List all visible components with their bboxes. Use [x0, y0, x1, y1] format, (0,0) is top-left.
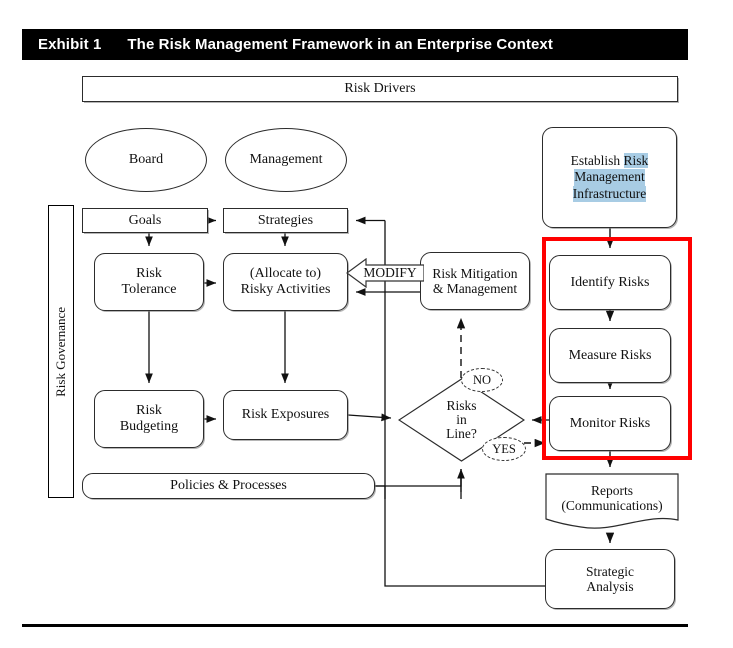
- risk-budgeting-label-line1: Risk: [136, 403, 162, 419]
- risk-tolerance-label-line1: Risk: [136, 266, 162, 282]
- risk-mitigation-label-line1: Risk Mitigation: [432, 265, 518, 281]
- risk-budgeting-label-line2: Budgeting: [119, 419, 179, 434]
- reports-label-line2: (Communications): [561, 498, 663, 513]
- document-shape: [545, 473, 679, 529]
- modify-block-arrow[interactable]: MODIFY: [346, 258, 424, 288]
- establish-line1-plain: Establish: [570, 153, 624, 169]
- allocate-label-line1: (Allocate to): [249, 266, 322, 282]
- exhibit-number: Exhibit 1: [38, 36, 102, 53]
- decision-label-line1: Risks: [446, 397, 477, 413]
- monitor-risks-box[interactable]: Monitor Risks: [549, 396, 671, 451]
- branch-no-tag[interactable]: NO: [461, 368, 503, 392]
- measure-risks-label: Measure Risks: [568, 347, 652, 363]
- establish-label-line1: Establish Risk: [543, 153, 676, 169]
- board-label: Board: [128, 152, 164, 168]
- decision-label-line2: in: [456, 411, 467, 427]
- decision-label-line3: Line?: [446, 426, 477, 442]
- identify-risks-box[interactable]: Identify Risks: [549, 255, 671, 310]
- establish-risk-management-infrastructure-box[interactable]: Establish Risk Management Infrastructure: [542, 127, 677, 228]
- risk-exposures-label: Risk Exposures: [241, 407, 330, 423]
- board-ellipse[interactable]: Board: [85, 128, 207, 192]
- goals-label: Goals: [128, 212, 162, 228]
- risk-budgeting-box[interactable]: Risk Budgeting: [94, 390, 204, 448]
- branch-yes-tag[interactable]: YES: [482, 437, 526, 461]
- policies-processes-box[interactable]: Policies & Processes: [82, 473, 375, 499]
- risk-mitigation-label-line2: & Management: [432, 281, 518, 296]
- exhibit-header-bar: Exhibit 1 The Risk Management Framework …: [22, 29, 688, 60]
- branch-no-label: NO: [472, 372, 492, 387]
- risk-drivers-box[interactable]: Risk Drivers: [82, 76, 678, 102]
- allocate-label-line2: Risky Activities: [240, 282, 331, 297]
- exhibit-title: The Risk Management Framework in an Ente…: [127, 36, 553, 53]
- establish-label-line3: Infrastructure: [572, 185, 647, 202]
- strategic-label-line2: Analysis: [586, 579, 634, 594]
- management-label: Management: [249, 152, 323, 168]
- management-ellipse[interactable]: Management: [225, 128, 347, 192]
- strategies-box[interactable]: Strategies: [223, 208, 348, 233]
- red-highlight-rectangle: [542, 237, 692, 460]
- risk-governance-bar[interactable]: Risk Governance: [48, 205, 74, 498]
- risk-mitigation-management-box[interactable]: Risk Mitigation & Management: [420, 252, 530, 310]
- strategic-analysis-box[interactable]: Strategic Analysis: [545, 549, 675, 609]
- risk-governance-label: Risk Governance: [52, 306, 68, 397]
- risk-tolerance-label-line2: Tolerance: [121, 282, 177, 297]
- risk-tolerance-box[interactable]: Risk Tolerance: [94, 253, 204, 311]
- bottom-divider: [22, 624, 688, 627]
- risk-exposures-box[interactable]: Risk Exposures: [223, 390, 348, 440]
- branch-yes-label: YES: [492, 441, 516, 456]
- establish-label-line2: Management: [574, 169, 645, 186]
- establish-line1-highlighted: Risk: [623, 153, 649, 169]
- modify-label: MODIFY: [363, 265, 417, 280]
- strategies-label: Strategies: [257, 212, 314, 228]
- reports-label-line1: Reports: [591, 483, 633, 499]
- strategic-label-line1: Strategic: [586, 563, 634, 579]
- measure-risks-box[interactable]: Measure Risks: [549, 328, 671, 383]
- reports-communications-document[interactable]: Reports (Communications): [545, 473, 679, 535]
- policies-processes-label: Policies & Processes: [170, 478, 287, 494]
- goals-box[interactable]: Goals: [82, 208, 208, 233]
- monitor-risks-label: Monitor Risks: [569, 415, 651, 431]
- risk-drivers-label: Risk Drivers: [344, 81, 416, 97]
- identify-risks-label: Identify Risks: [570, 274, 650, 290]
- decision-label: Risks in Line?: [398, 378, 525, 462]
- modify-arrow-shape: [346, 258, 424, 288]
- reports-label: Reports (Communications): [545, 477, 679, 521]
- allocate-risky-activities-box[interactable]: (Allocate to) Risky Activities: [223, 253, 348, 311]
